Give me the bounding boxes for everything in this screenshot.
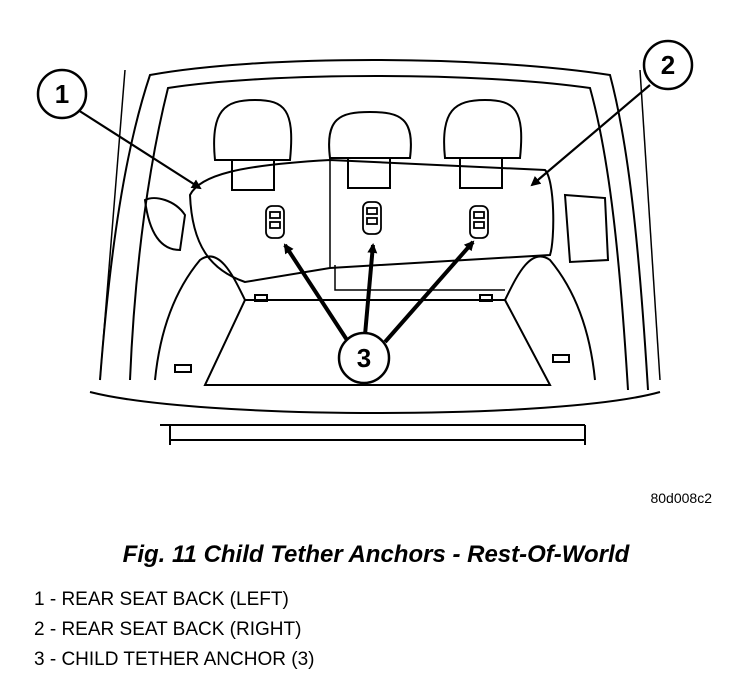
headrest-center [328,110,412,189]
legend-item: 2 - REAR SEAT BACK (RIGHT) [34,619,302,640]
callout-2-label: 2 [661,50,675,80]
headrest-right [443,98,523,189]
leader-1 [77,109,202,190]
leader-lines [77,84,651,344]
figure-caption: Fig. 11 Child Tether Anchors - Rest-Of-W… [122,541,630,568]
leader-2 [530,84,651,187]
legend-item: 3 - CHILD TETHER ANCHOR (3) [34,649,315,670]
leader-3c [383,240,475,344]
legend-list: 1 - REAR SEAT BACK (LEFT) 2 - REAR SEAT … [34,585,314,675]
rear-seat-back [143,158,610,291]
legend-item: 1 - REAR SEAT BACK (LEFT) [34,589,289,610]
callout-2: 2 [642,39,694,91]
vehicle-body-outline [89,59,661,445]
callout-3: 3 [337,331,391,385]
headrest-left [213,98,293,191]
leader-3a [283,243,349,342]
tether-anchor-center [362,201,382,235]
cargo-area-illustration: 1 2 3 [36,39,694,445]
cargo-floor [154,255,596,386]
tether-anchor-left [265,205,285,239]
figure-code: 80d008c2 [650,490,712,506]
tether-anchor-right [469,205,489,239]
callout-3-label: 3 [357,343,371,373]
leader-3b [363,243,378,336]
callout-1-label: 1 [55,79,69,109]
callout-1: 1 [36,68,88,120]
